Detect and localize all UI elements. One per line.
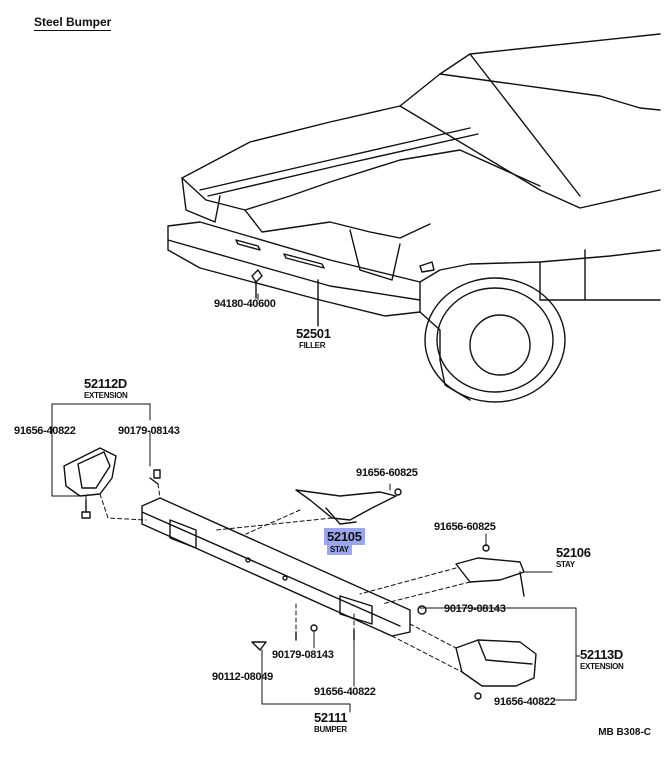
label-52113d: 52113D xyxy=(580,647,624,662)
label-52111: 52111 xyxy=(314,710,348,725)
label-90179-08143-right: 90179-08143 xyxy=(444,603,506,615)
label-52105: 52105 xyxy=(324,528,365,545)
label-90179-08143-bottom: 90179-08143 xyxy=(272,649,334,661)
label-94180-40600: 94180-40600 xyxy=(214,298,276,310)
label-91656-40822-left: 91656-40822 xyxy=(14,425,76,437)
stay-52106-part xyxy=(455,544,525,597)
bumper-part xyxy=(141,497,411,637)
drawing-code: MB B308-C xyxy=(598,727,651,738)
highlighted-part-52105: 52105 xyxy=(324,528,365,545)
label-91656-60825-b: 91656-60825 xyxy=(434,521,496,533)
label-bumper: BUMPER xyxy=(314,725,347,734)
label-52112d: 52112D xyxy=(84,376,128,391)
diagram-title: Steel Bumper xyxy=(34,15,112,31)
label-extension-right: EXTENSION xyxy=(580,662,624,671)
label-stay-52105: STAY xyxy=(327,544,352,555)
label-91656-40822-right: 91656-40822 xyxy=(494,696,556,708)
label-52501: 52501 xyxy=(296,326,331,341)
label-91656-60825-a: 91656-60825 xyxy=(356,467,418,479)
car-illustration xyxy=(167,33,661,403)
small-hardware xyxy=(149,469,427,651)
label-91656-40822-mid: 91656-40822 xyxy=(314,686,376,698)
extension-right-part xyxy=(455,639,537,700)
label-filler: FILLER xyxy=(299,341,326,350)
stay-52105-part xyxy=(295,489,397,525)
label-52106: 52106 xyxy=(556,545,591,560)
label-90112-08049: 90112-08049 xyxy=(212,671,273,683)
extension-left-part xyxy=(63,447,117,519)
leader-lines xyxy=(51,293,581,713)
label-stay-52106: STAY xyxy=(556,560,575,569)
label-90179-08143-top: 90179-08143 xyxy=(118,425,180,437)
label-extension-left: EXTENSION xyxy=(84,391,128,400)
assembly-dashed-lines xyxy=(85,483,471,673)
